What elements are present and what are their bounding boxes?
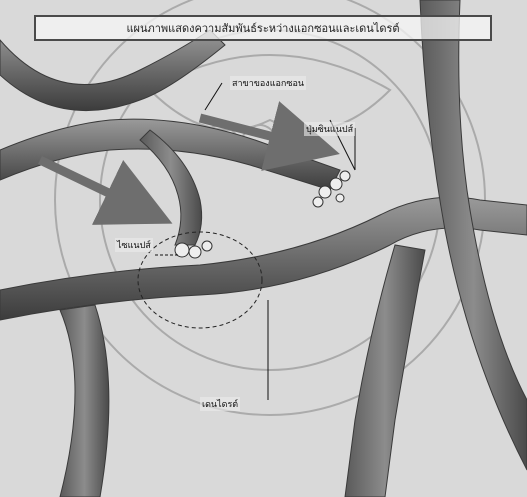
label-axon-branch: สาขาของแอกซอน [230, 76, 306, 90]
dendrite-branch-middle [345, 245, 425, 497]
dendrite-branch-left [60, 305, 109, 497]
label-dendrite: เดนไดรต์ [200, 397, 240, 411]
label-synaptic-knob: ปุ่มซินแนปส์ [304, 122, 355, 136]
label-synapse: ไซแนปส์ [115, 238, 153, 252]
figure-title: แผนภาพแสดงความสัมพันธ์ระหว่างแอกซอนและเด… [34, 15, 492, 41]
axon-curve [0, 30, 225, 111]
